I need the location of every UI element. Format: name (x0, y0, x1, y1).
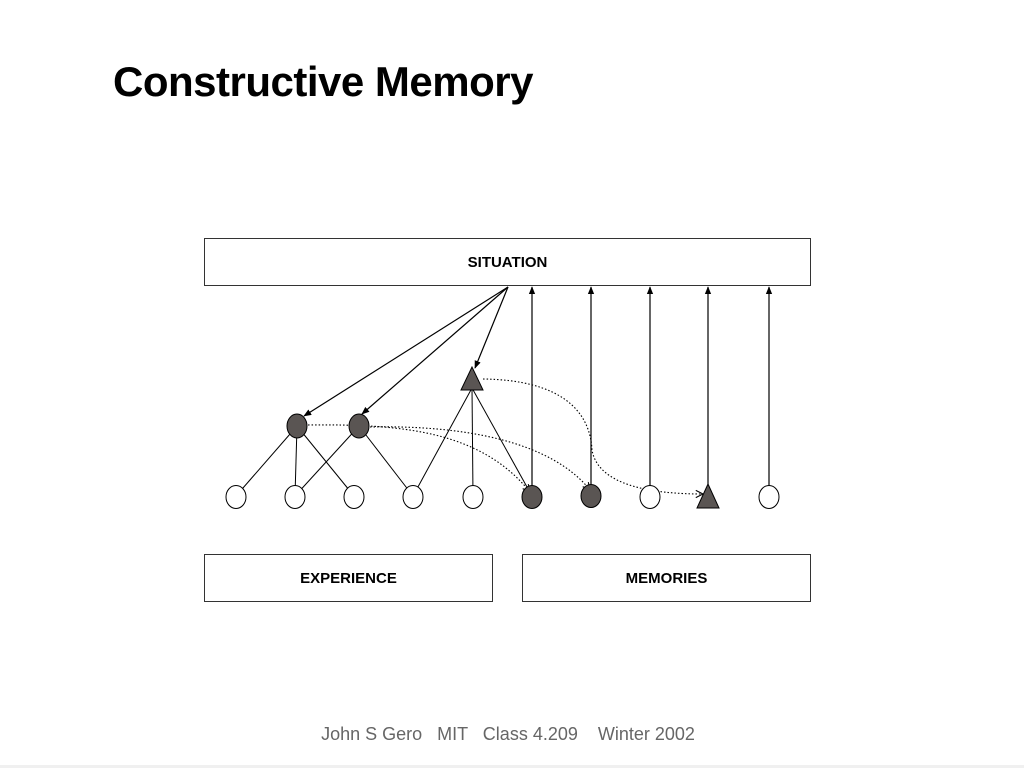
arrow-to-node-1 (303, 286, 509, 417)
slide-footer: John S Gero MIT Class 4.209 Winter 2002 (321, 724, 695, 744)
memories-box: MEMORIES (522, 554, 811, 602)
upper-nodes (286, 365, 484, 439)
cue-arrows (303, 286, 509, 417)
edge (235, 425, 298, 497)
edge (296, 425, 355, 497)
experience-box: EXPERIENCE (204, 554, 493, 602)
tree-edges (235, 387, 533, 497)
situation-box: SITUATION (204, 238, 811, 286)
dotted-arrow (369, 426, 590, 490)
filled-triangle-node (460, 365, 484, 391)
slide-title: Constructive Memory (113, 58, 533, 105)
edge (412, 387, 473, 497)
edge (471, 387, 533, 497)
empty-node (462, 485, 484, 509)
recall-arrows (528, 286, 773, 486)
filled-node (286, 413, 308, 439)
empty-node (639, 485, 661, 509)
filled-node (580, 484, 602, 508)
bottom-divider (0, 765, 1024, 768)
edge (471, 387, 474, 497)
arrow-to-node-2 (361, 286, 509, 415)
dotted-arrow (482, 378, 703, 494)
filled-node (348, 413, 370, 439)
empty-node (284, 485, 306, 509)
filled-node (521, 485, 543, 509)
dotted-arrow (307, 424, 530, 492)
edge (358, 425, 414, 497)
filled-triangle-node (696, 482, 720, 509)
empty-node (343, 485, 365, 509)
empty-node (402, 485, 424, 509)
arrow-to-triangle (474, 286, 509, 369)
empty-node (225, 485, 247, 509)
empty-node (758, 485, 780, 509)
edge (294, 425, 360, 497)
bottom-nodes (225, 482, 780, 509)
